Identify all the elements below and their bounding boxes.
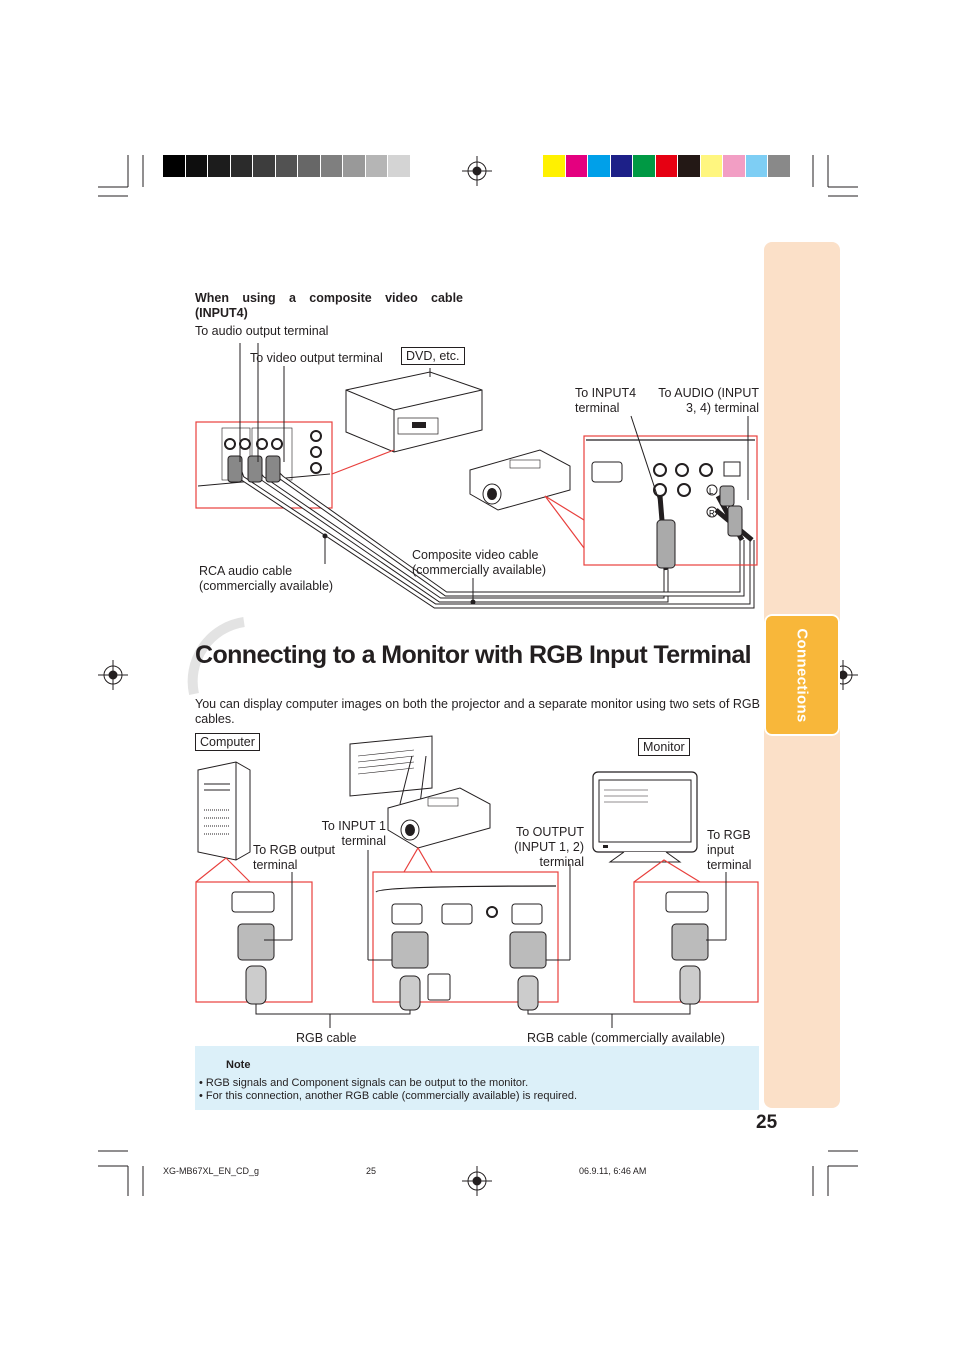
color-swatch	[185, 155, 208, 177]
color-swatch	[275, 155, 298, 177]
color-swatch	[388, 155, 411, 177]
color-swatch	[343, 155, 366, 177]
side-tab-active[interactable]	[764, 614, 840, 736]
label-rgb-output-terminal: To RGB output terminal	[253, 843, 335, 872]
color-swatch	[365, 155, 388, 177]
color-calibration-bar	[543, 155, 791, 177]
page-number: 25	[756, 1112, 778, 1133]
label-dvd: DVD, etc.	[401, 347, 465, 365]
color-swatch	[633, 155, 656, 177]
footer-file-name: XG-MB67XL_EN_CD_g	[163, 1166, 260, 1176]
color-swatch	[253, 155, 276, 177]
label-rgb-cable: RGB cable	[296, 1031, 357, 1045]
color-swatch	[298, 155, 321, 177]
color-swatch	[745, 155, 768, 177]
registration-mark-top	[462, 156, 492, 186]
label-audio-input-terminal: To AUDIO (INPUT 3, 4) terminal	[658, 386, 759, 415]
color-swatch	[230, 155, 253, 177]
screen-illustration	[349, 735, 433, 805]
svg-text:R: R	[709, 509, 715, 518]
monitor-illustration	[592, 771, 698, 863]
color-swatch	[208, 155, 231, 177]
label-input4-terminal: To INPUT4 terminal	[575, 386, 637, 415]
label-rca-audio-cable: RCA audio cable (commercially available)	[199, 564, 334, 593]
color-swatch	[410, 155, 433, 177]
note-item: • For this connection, another RGB cable…	[199, 1090, 578, 1102]
projector-illustration-bottom	[387, 787, 491, 849]
color-swatch	[588, 155, 611, 177]
footer-page: 25	[366, 1166, 377, 1176]
registration-mark-left	[98, 660, 128, 690]
label-rgb-input-terminal: To RGB input terminal	[707, 828, 752, 872]
color-swatch	[768, 155, 791, 177]
grayscale-calibration-bar	[163, 155, 433, 177]
svg-text:L: L	[709, 487, 714, 496]
label-audio-output: To audio output terminal	[195, 324, 329, 338]
color-swatch	[565, 155, 588, 177]
label-output-terminal: To OUTPUT (INPUT 1, 2) terminal	[514, 825, 584, 869]
dvd-player-illustration	[345, 368, 483, 453]
projector-plugs-top	[656, 485, 754, 571]
color-swatch	[320, 155, 343, 177]
rgb-cable-lines	[255, 850, 727, 1028]
label-input1-terminal: To INPUT 1 terminal	[321, 819, 386, 848]
color-swatch	[163, 155, 186, 177]
rgb-zoom-frames	[195, 846, 759, 1003]
color-swatch	[723, 155, 746, 177]
label-rgb-cable-commercial: RGB cable (commercially available)	[527, 1031, 725, 1045]
section-intro: You can display computer images on both …	[195, 697, 760, 726]
label-computer: Computer	[195, 733, 260, 751]
composite-section-heading: When using a composite video cable (INPU…	[195, 291, 463, 320]
label-composite-video-cable: Composite video cable (commercially avai…	[412, 548, 547, 577]
color-swatch	[655, 155, 678, 177]
projector-illustration-top	[469, 449, 571, 511]
note-box	[195, 1046, 759, 1110]
label-video-output: To video output terminal	[250, 351, 383, 365]
color-swatch	[610, 155, 633, 177]
color-swatch	[543, 155, 566, 177]
footer-date: 06.9.11, 6:46 AM	[579, 1166, 647, 1176]
color-swatch	[700, 155, 723, 177]
section-title: Connecting to a Monitor with RGB Input T…	[195, 641, 752, 669]
registration-mark-bottom	[462, 1166, 492, 1196]
composite-cables	[227, 455, 755, 609]
color-swatch	[678, 155, 701, 177]
computer-tower-illustration	[197, 761, 251, 861]
dvd-zoom-frame	[195, 421, 333, 509]
note-item: • RGB signals and Component signals can …	[199, 1077, 529, 1089]
label-monitor: Monitor	[638, 738, 690, 756]
composite-leader-lines	[239, 343, 749, 605]
note-title: Note	[226, 1059, 251, 1071]
